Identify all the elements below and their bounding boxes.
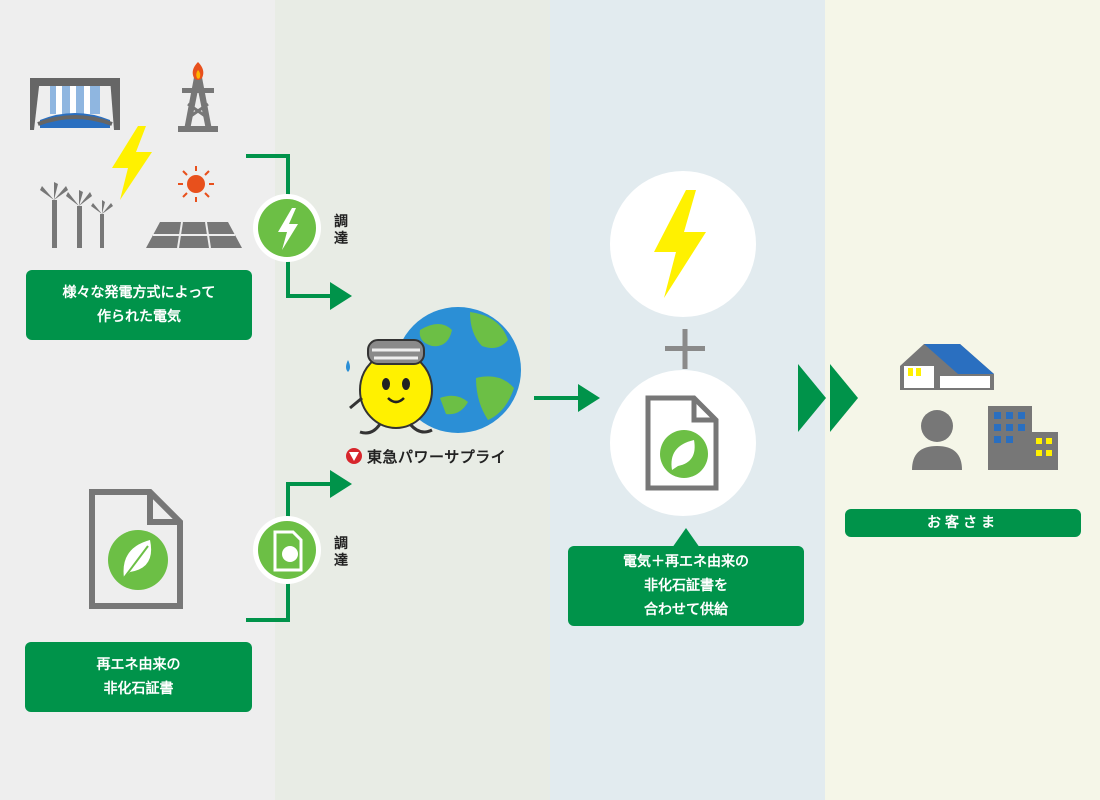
company-name: 東急パワーサプライ — [367, 448, 507, 466]
hydro-dam-icon — [30, 78, 120, 130]
certificate-leaf-icon — [89, 489, 183, 609]
supply-lightning-icon — [654, 190, 706, 298]
procure-label-top: 調 達 — [333, 214, 349, 248]
company-logo: 東急パワーサプライ — [345, 446, 506, 467]
label-generation: 様々な発電方式によって 作られた電気 — [26, 270, 252, 340]
chevron-right-icon-2 — [830, 364, 858, 432]
label-customer: お客さま — [845, 509, 1081, 537]
procure-bottom-char1: 調 — [334, 536, 348, 552]
label-supply-line2: 非化石証書を — [644, 578, 728, 594]
company-logo-icon — [346, 448, 362, 464]
label-supply: 電気＋再エネ由来の 非化石証書を 合わせて供給 — [568, 546, 804, 626]
procure-top-char2: 達 — [334, 231, 348, 247]
chevron-right-icon — [798, 364, 826, 432]
lightning-icon — [112, 126, 152, 200]
procure-bottom-char2: 達 — [334, 553, 348, 569]
label-certificate: 再エネ由来の 非化石証書 — [25, 642, 252, 712]
solar-panel-icon — [146, 166, 242, 249]
house-icon — [900, 344, 994, 390]
oil-rig-icon — [178, 62, 218, 132]
label-supply-line1: 電気＋再エネ由来の — [623, 554, 749, 570]
label-certificate-line1: 再エネ由来の — [96, 657, 181, 673]
procure-top-char1: 調 — [334, 214, 348, 230]
plus-icon — [665, 329, 705, 369]
column-customer — [825, 0, 1100, 800]
person-icon — [912, 410, 962, 470]
label-supply-line3: 合わせて供給 — [644, 602, 728, 618]
wind-turbine-icon — [40, 182, 113, 248]
supply-certificate-icon — [645, 395, 719, 491]
label-certificate-line2: 非化石証書 — [103, 681, 174, 697]
procure-label-bottom: 調 達 — [333, 536, 349, 570]
building-icon — [988, 406, 1058, 470]
label-generation-line2: 作られた電気 — [97, 309, 181, 325]
procure-lightning-icon — [278, 208, 298, 250]
mascot-earth-icon — [346, 307, 521, 435]
label-generation-line1: 様々な発電方式によって — [62, 285, 216, 301]
